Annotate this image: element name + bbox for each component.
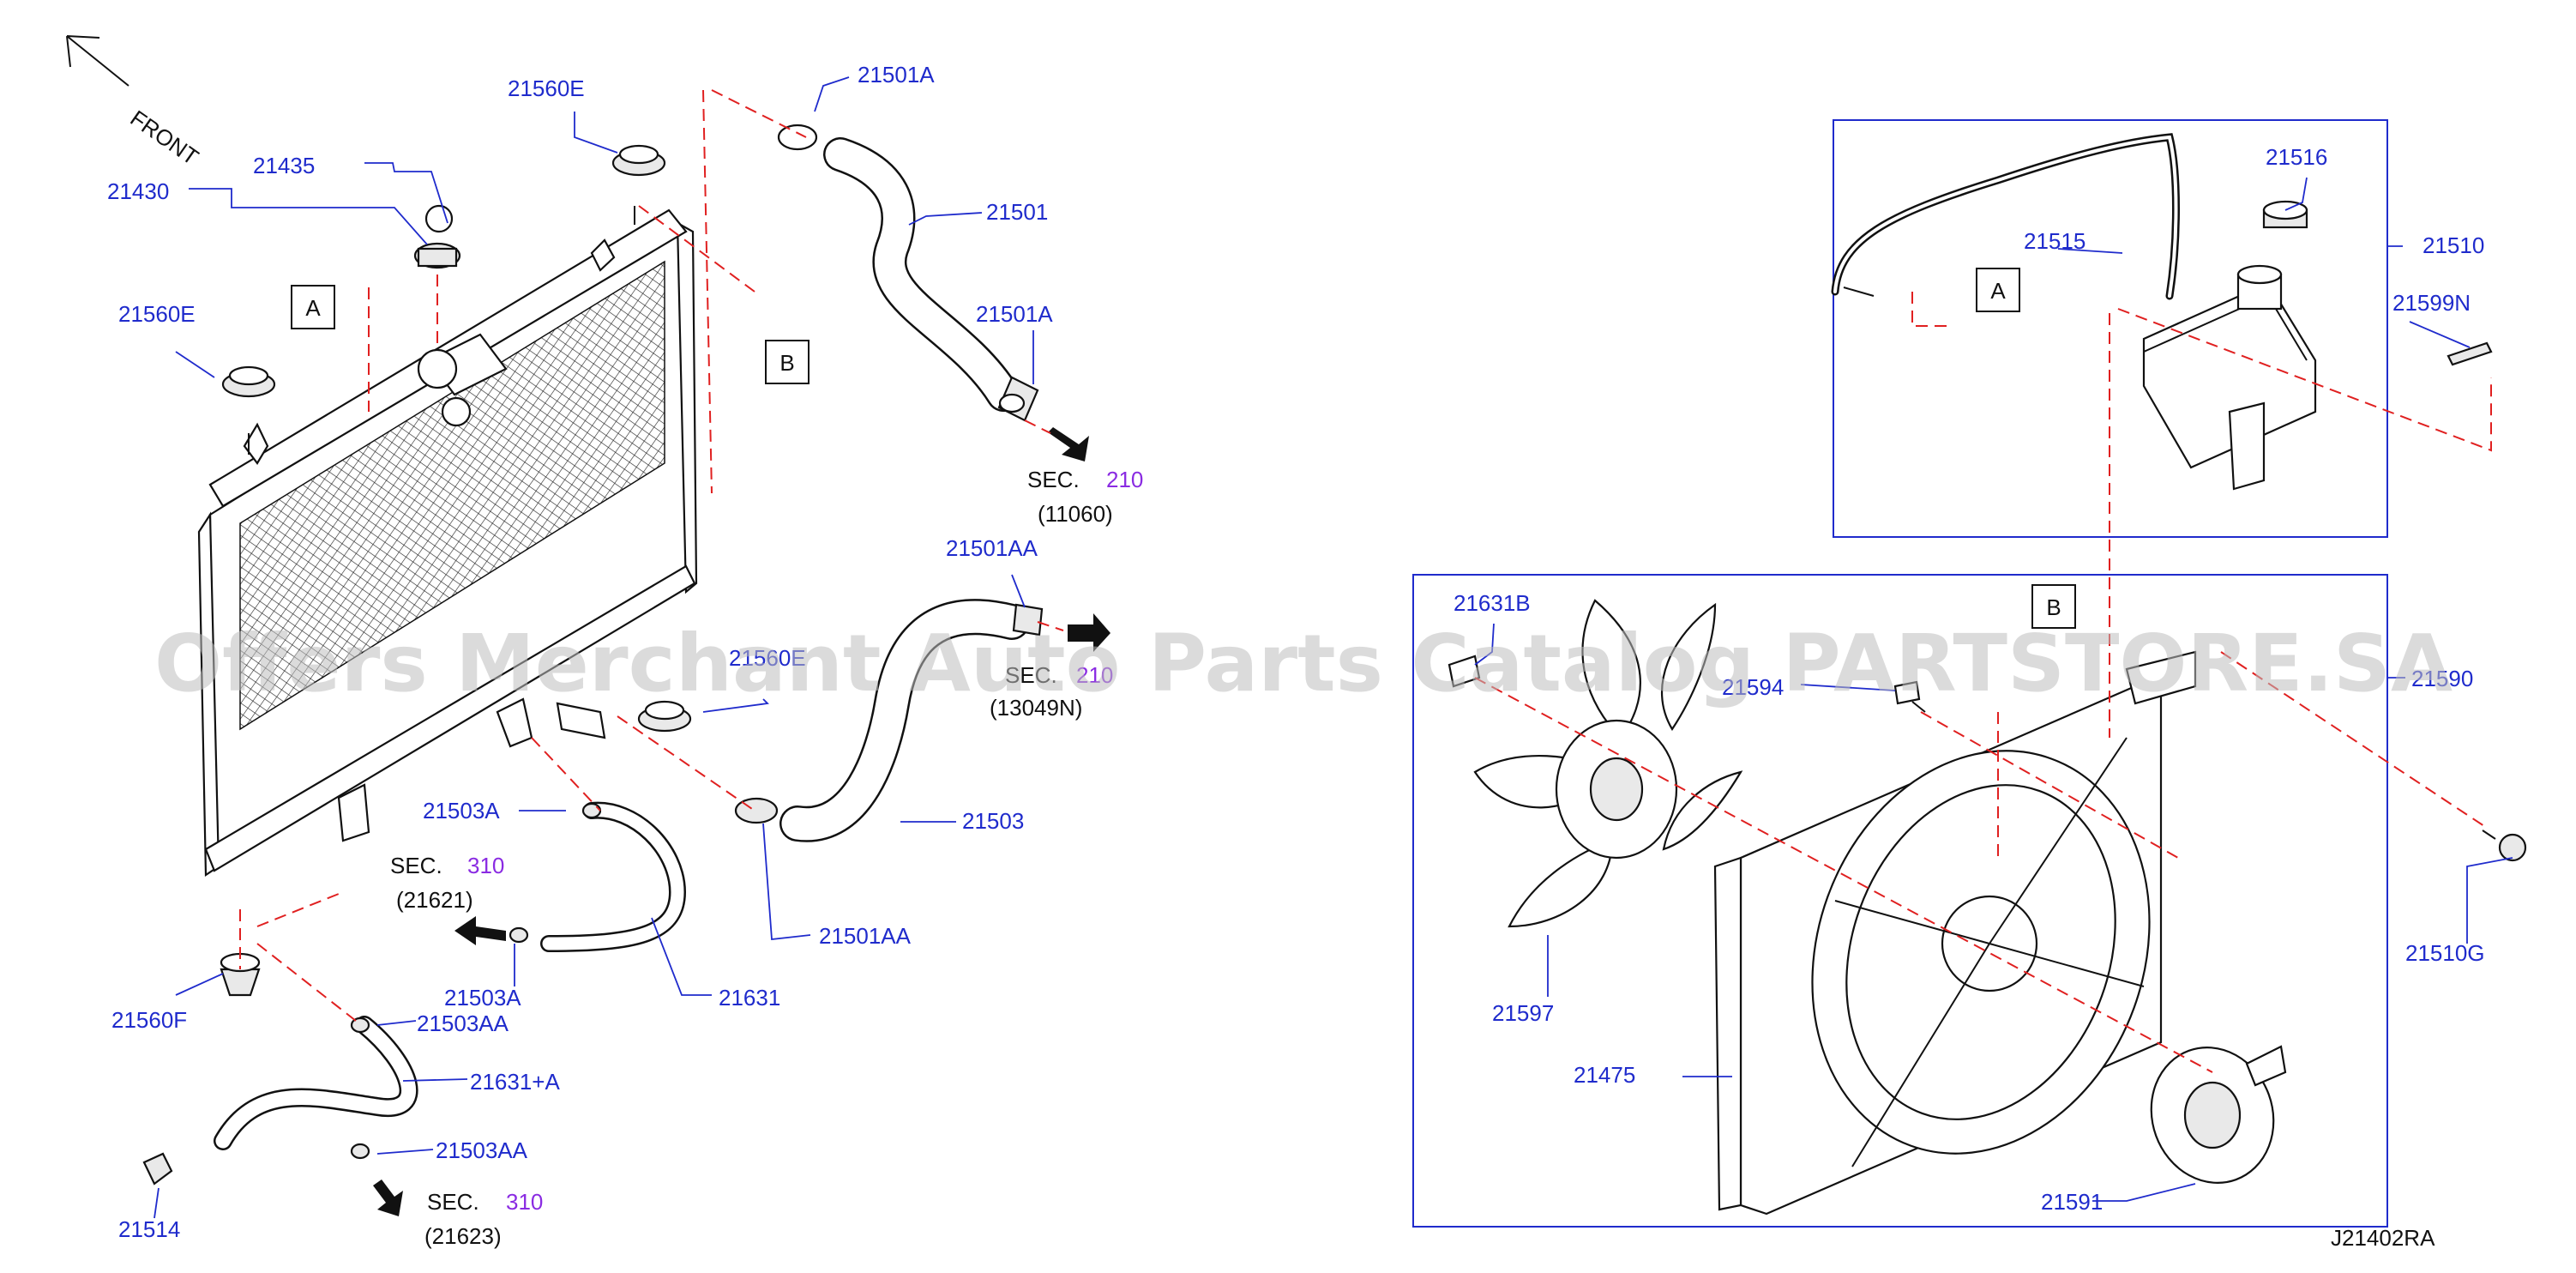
svg-text:210: 210 [1076, 662, 1113, 688]
label-21631a: 21631+A [470, 1069, 560, 1095]
svg-text:(13049N): (13049N) [990, 695, 1082, 721]
arrow-sec-310-b [373, 1179, 403, 1216]
lower-radiator-hose [734, 599, 1044, 842]
label-21594: 21594 [1722, 674, 1784, 700]
label-21560e-left: 21560E [118, 301, 196, 327]
label-21516: 21516 [2266, 144, 2327, 170]
label-21560f: 21560F [111, 1007, 187, 1033]
drain-fittings [337, 697, 606, 842]
reservoir-frame [1833, 119, 2388, 538]
sec-ref-310-21621: SEC. 310 (21621) [390, 853, 504, 913]
bolt-21510g [2482, 830, 2527, 862]
callout-a-right: A [1976, 268, 2020, 312]
mount-bushing-top [611, 144, 666, 225]
arrow-sec-210-a [1048, 427, 1089, 462]
label-21515: 21515 [2024, 228, 2085, 254]
svg-text:B: B [779, 350, 794, 376]
svg-text:SEC.: SEC. [1005, 662, 1057, 688]
label-21503: 21503 [962, 808, 1024, 834]
label-21435: 21435 [253, 153, 315, 178]
label-21597: 21597 [1492, 1000, 1554, 1026]
label-21514: 21514 [118, 1216, 180, 1242]
label-21560e-mid: 21560E [729, 645, 806, 671]
label-21599n: 21599N [2392, 290, 2471, 316]
label-plate-21599n [2447, 341, 2493, 366]
diagram-code: J21402RA [2331, 1225, 2435, 1251]
front-arrow: FRONT [66, 35, 204, 170]
radiator-upper-tank [208, 208, 688, 508]
svg-text:SEC.: SEC. [390, 853, 442, 878]
label-21501a-top: 21501A [858, 62, 935, 87]
front-label: FRONT [126, 105, 204, 170]
dashed-guides-right [1474, 292, 2492, 1073]
label-21590: 21590 [2411, 666, 2473, 691]
label-21501aa-top: 21501AA [946, 535, 1038, 561]
bolt-21631b [1447, 655, 1481, 688]
dashed-guides-left [239, 89, 1064, 1022]
svg-text:(21621): (21621) [396, 887, 473, 913]
label-21503a-upper: 21503A [423, 798, 500, 824]
fan-motor-21591 [2150, 1045, 2287, 1184]
svg-text:(21623): (21623) [424, 1223, 502, 1249]
reservoir-tank-21510 [2142, 264, 2317, 491]
label-21510: 21510 [2423, 232, 2484, 258]
mount-bushing-mid [637, 700, 692, 733]
label-21501aa-bottom: 21501AA [819, 923, 912, 949]
label-21475: 21475 [1574, 1062, 1635, 1088]
arrow-sec-210-b [1068, 613, 1110, 652]
part-labels: 21560E 21501A 21435 21430 21501 21560E 2… [107, 62, 2485, 1242]
label-21510g: 21510G [2405, 940, 2485, 966]
svg-text:310: 310 [506, 1189, 543, 1215]
label-21560e-top: 21560E [508, 75, 585, 101]
sec-ref-210-13049n: SEC. 210 (13049N) [990, 662, 1113, 721]
bolt-21594 [1893, 680, 1926, 713]
sec-ref-210-11060: SEC. 210 (11060) [1027, 467, 1143, 527]
label-21501: 21501 [986, 199, 1048, 225]
callout-b-right: B [2031, 584, 2076, 629]
mount-bushing-bottom [220, 952, 261, 997]
bypass-hose-21631 [509, 801, 687, 952]
upper-radiator-hose [777, 124, 1039, 422]
label-21503aa-lower: 21503AA [436, 1137, 528, 1163]
reservoir-cap-21516 [2262, 200, 2308, 229]
callout-a-left: A [291, 285, 335, 329]
label-21501a-mid: 21501A [976, 301, 1053, 327]
label-21631: 21631 [719, 985, 780, 1011]
radiator-cap [413, 204, 461, 269]
label-21503aa-upper: 21503AA [417, 1011, 509, 1036]
svg-text:SEC.: SEC. [1027, 467, 1080, 492]
svg-text:A: A [1990, 278, 2006, 304]
svg-text:A: A [305, 295, 321, 321]
leader-lines [153, 76, 2513, 1219]
svg-text:310: 310 [467, 853, 504, 878]
svg-text:(11060): (11060) [1038, 501, 1113, 527]
mount-bushing-left [221, 365, 276, 455]
sec-ref-310-21623: SEC. 310 (21623) [424, 1189, 543, 1249]
fan-blade-21597 [1473, 599, 1743, 928]
svg-text:B: B [2046, 594, 2061, 620]
label-21591: 21591 [2041, 1189, 2103, 1215]
hose-clip-21514 [142, 1152, 173, 1186]
label-21430: 21430 [107, 178, 169, 204]
label-21631b: 21631B [1454, 590, 1531, 616]
reservoir-tube-21515 [1831, 133, 2180, 300]
fan-shroud-21475 [1713, 650, 2197, 1216]
bypass-hose-21631a [214, 1016, 418, 1160]
fan-frame [1412, 574, 2388, 1228]
watermark: Offers Merchant Auto Parts Catalog PARTS… [154, 618, 2453, 709]
svg-text:SEC.: SEC. [427, 1189, 479, 1215]
radiator-core [197, 221, 698, 878]
svg-text:210: 210 [1106, 467, 1143, 492]
label-21503a-lower: 21503A [444, 985, 521, 1011]
arrow-sec-310-a [454, 916, 506, 945]
callout-b-left: B [765, 340, 810, 384]
